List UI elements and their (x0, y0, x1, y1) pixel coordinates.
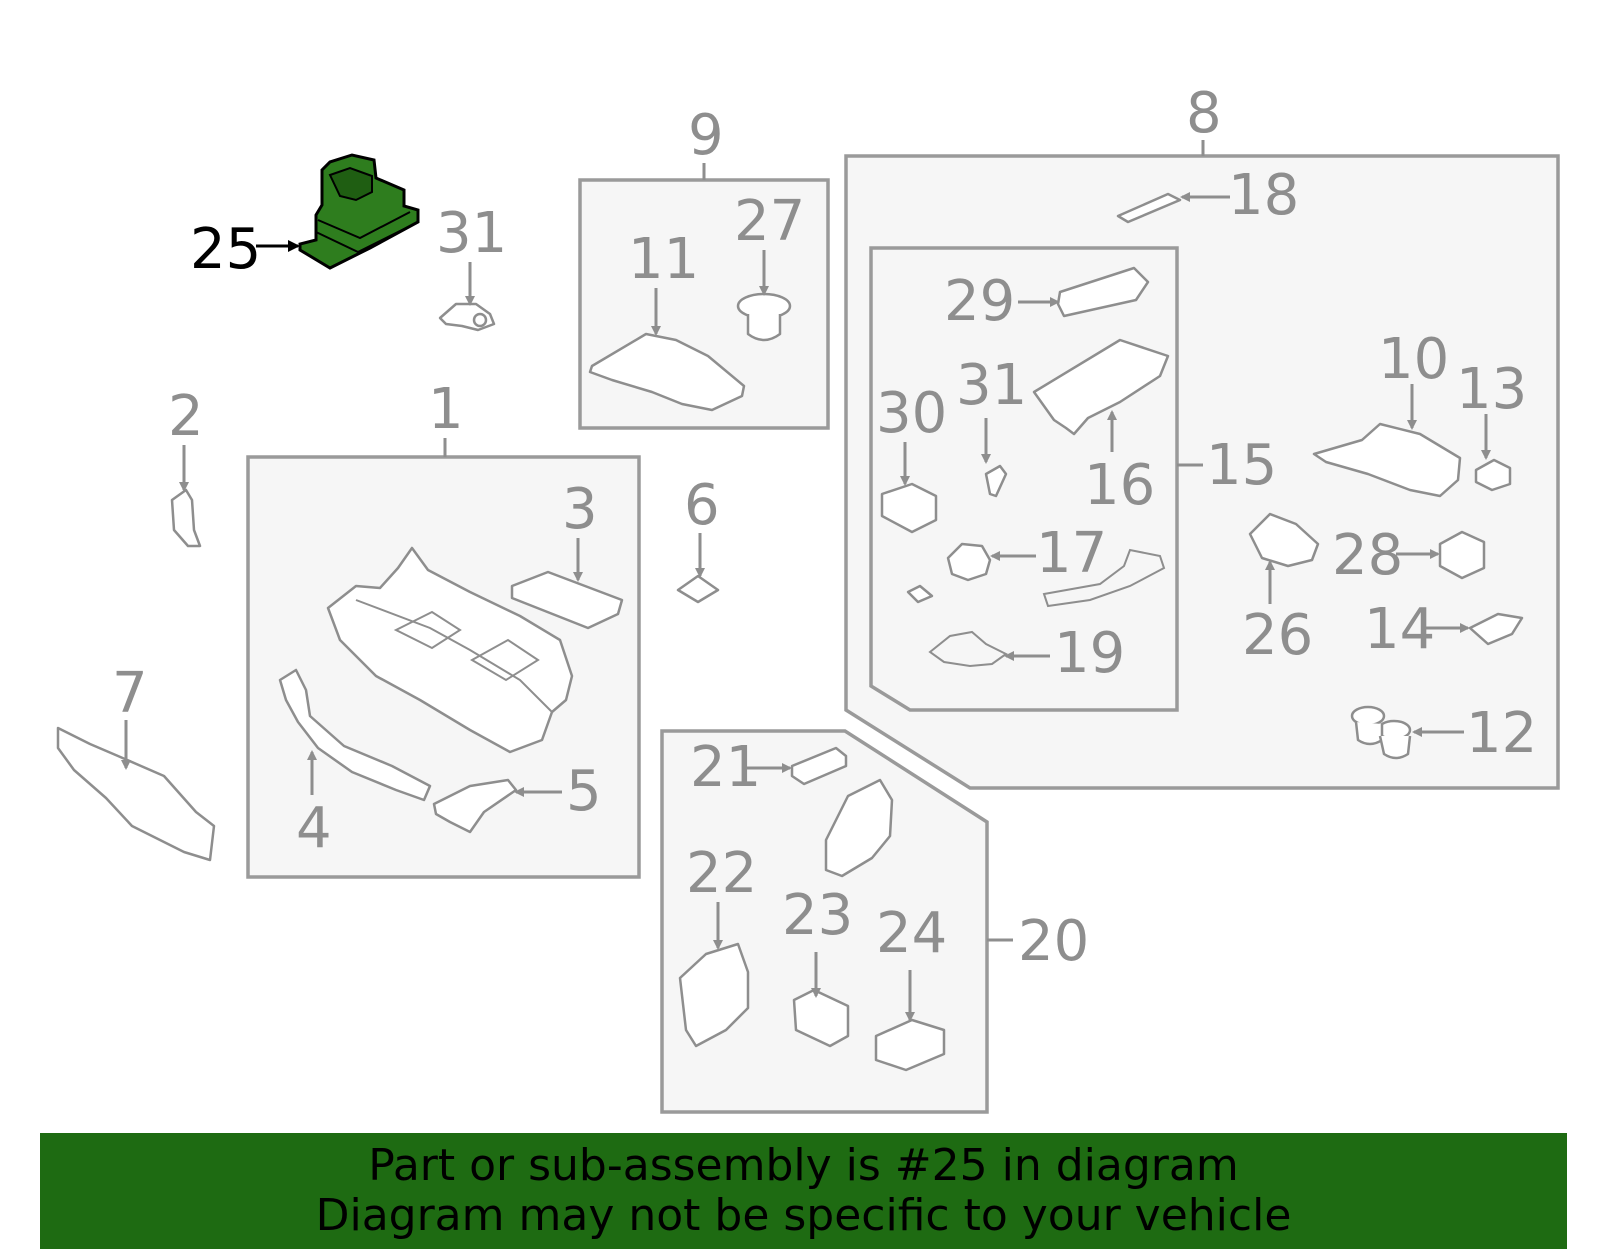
callout-10: 10 (1378, 327, 1449, 392)
part-13-insert (1474, 458, 1512, 492)
part-17-module (946, 542, 992, 582)
part-14-bracket (1468, 612, 1524, 646)
callout-23: 23 (782, 883, 853, 948)
callout-7: 7 (112, 661, 148, 726)
callout-24: 24 (876, 901, 947, 966)
callout-18: 18 (1228, 163, 1299, 228)
part-10-trim-panel (1312, 422, 1462, 498)
callout-9: 9 (688, 103, 724, 168)
callout-20: 20 (1018, 909, 1089, 974)
part-12-cup-holder (1350, 705, 1412, 760)
part-20-housing (824, 778, 894, 878)
part-31-clip (438, 302, 496, 332)
callout-4: 4 (296, 796, 332, 861)
banner-line-1: Part or sub-assembly is #25 in diagram (368, 1140, 1239, 1191)
callout-11: 11 (628, 227, 699, 292)
part-27-plug (736, 292, 792, 342)
callout-26: 26 (1242, 603, 1313, 668)
part-1-console (326, 546, 574, 754)
callout-16: 16 (1084, 453, 1155, 518)
callout-14: 14 (1364, 597, 1435, 662)
part-26-bracket (1248, 512, 1320, 568)
callout-17: 17 (1036, 521, 1107, 586)
callout-27: 27 (734, 189, 805, 254)
callout-3: 3 (562, 477, 598, 542)
callout-28: 28 (1332, 523, 1403, 588)
part-2-bracket (170, 488, 202, 548)
part-25-shifter-highlighted[interactable] (298, 153, 420, 270)
callout-13: 13 (1456, 357, 1527, 422)
callout-6: 6 (684, 473, 720, 538)
callout-1: 1 (428, 377, 464, 442)
part-31-clip-b (984, 464, 1008, 498)
part-6-pad (676, 574, 720, 604)
part-11-bracket (588, 332, 746, 412)
callout-21: 21 (690, 735, 761, 800)
part-21-switch-panel (790, 746, 848, 786)
part-3-lid (510, 570, 624, 630)
part-30-switch (880, 482, 938, 534)
part-28-switch (1438, 530, 1486, 580)
callout-25[interactable]: 25 (190, 217, 261, 282)
callout-31-inner: 31 (956, 353, 1027, 418)
part-16-armrest (1032, 338, 1170, 436)
callout-29: 29 (944, 269, 1015, 334)
info-banner: Part or sub-assembly is #25 in diagram D… (40, 1133, 1567, 1249)
banner-line-2: Diagram may not be specific to your vehi… (315, 1190, 1292, 1241)
callout-8: 8 (1186, 81, 1222, 146)
part-7-side-panel (56, 726, 216, 862)
callout-15: 15 (1206, 433, 1277, 498)
callout-2: 2 (168, 384, 204, 449)
part-5-bracket (432, 778, 518, 834)
callout-31-top: 31 (436, 201, 507, 266)
callout-19: 19 (1054, 621, 1125, 686)
callout-12: 12 (1466, 701, 1537, 766)
part-connector (906, 584, 934, 604)
part-22-bezel (678, 942, 750, 1048)
part-4-trim (278, 668, 432, 802)
callout-22: 22 (686, 841, 757, 906)
part-wire-harness (1042, 548, 1166, 608)
callout-5: 5 (566, 759, 602, 824)
callout-30: 30 (876, 381, 947, 446)
